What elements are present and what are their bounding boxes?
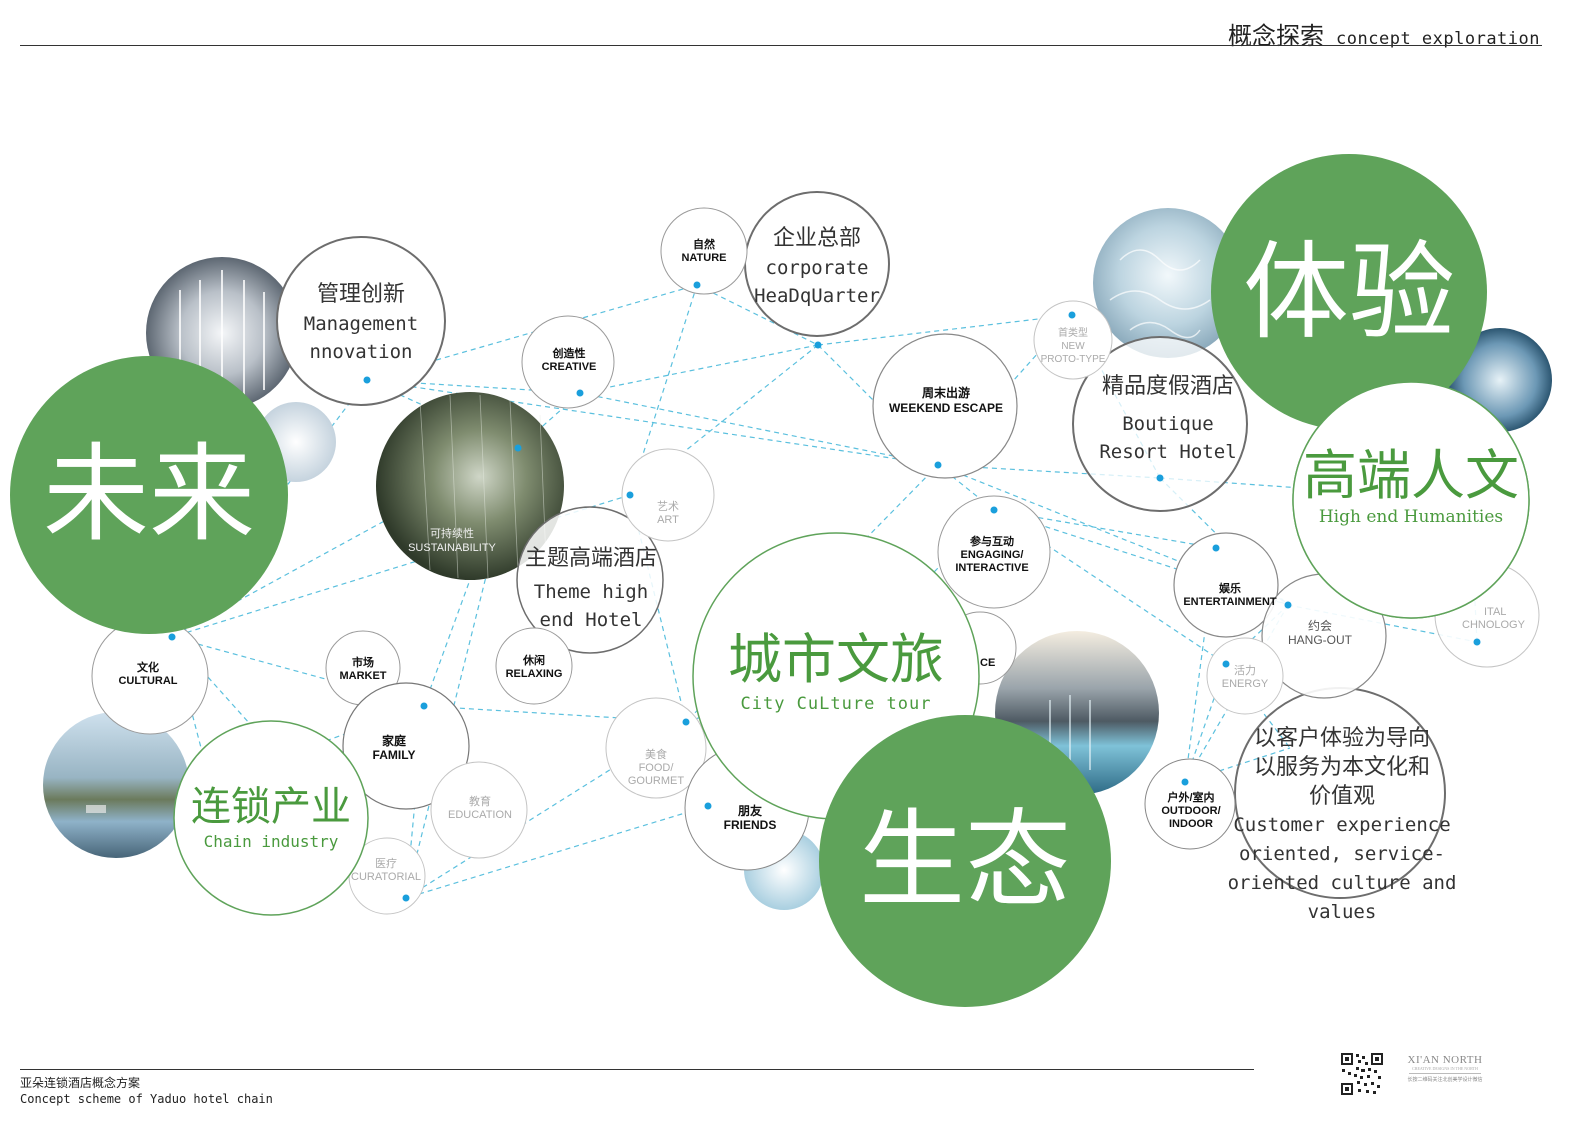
qr-code-icon bbox=[1340, 1052, 1384, 1096]
header-divider bbox=[20, 45, 1542, 46]
photo-forest-rain bbox=[376, 392, 564, 580]
logo-divider bbox=[1409, 1073, 1481, 1074]
footer-project-zh: 亚朵连锁酒店概念方案 bbox=[20, 1076, 141, 1090]
logo-subtitle: CREATIVE DESIGNS IN THE NORTH bbox=[1412, 1066, 1478, 1071]
humanities-ring-front bbox=[1292, 381, 1530, 619]
footer-divider bbox=[20, 1069, 1254, 1070]
photo-ice-leaves bbox=[1093, 208, 1243, 358]
green-solid-circles bbox=[10, 154, 1487, 1007]
logo-caption: 长按二维码关注北创美学设计微信 bbox=[1407, 1077, 1483, 1083]
logo-title: XI'AN NORTH bbox=[1407, 1054, 1483, 1066]
photo-lake bbox=[43, 712, 189, 858]
brand-logo: XI'AN NORTH CREATIVE DESIGNS IN THE NORT… bbox=[1405, 1054, 1485, 1083]
footer-project-en: Concept scheme of Yaduo hotel chain bbox=[20, 1092, 273, 1106]
connection-dots bbox=[168, 281, 1481, 902]
page-title-en: concept exploration bbox=[1336, 29, 1540, 49]
outline-rings bbox=[91, 191, 1540, 915]
